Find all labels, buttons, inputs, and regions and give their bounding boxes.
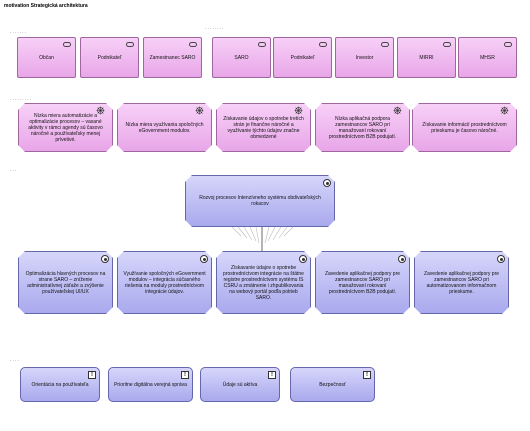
goal-label: Zavedenie aplikačnej podpory pre zamestn… <box>423 270 500 295</box>
diagram-title: motivation Strategická architektura <box>4 3 88 9</box>
principle-bezpecnost[interactable]: ! Bezpečnosť <box>290 367 375 402</box>
stakeholder-podnikatel-2[interactable]: Podnikateľ <box>273 37 332 78</box>
stakeholder-zamestnanec-saro[interactable]: Zamestnanec SARO <box>143 37 202 78</box>
stakeholder-icon <box>381 42 389 47</box>
main-goal[interactable]: Rozvoj procesov Intenzívneho systému obd… <box>185 175 335 227</box>
driver-label: Nízka miera automatizácie a optimalizáci… <box>28 112 103 143</box>
stakeholder-icon <box>258 42 266 47</box>
section-label-drivers: · · · · · · · · · <box>10 97 31 102</box>
driver-label: Získavanie údajov o spotrebe tretích str… <box>223 115 304 140</box>
principle-udaje-su-aktiva[interactable]: ! Údaje sú aktíva <box>200 367 280 402</box>
stakeholder-investor[interactable]: Investor <box>335 37 394 78</box>
driver-b2b-podujatia[interactable]: Nízka aplikačná podpora zamestnancov SAR… <box>315 103 410 152</box>
stakeholder-icon <box>504 42 512 47</box>
goal-label: Získavanie údajov o spotrebe prostredníc… <box>223 264 304 301</box>
stakeholder-label: Podnikateľ <box>290 54 315 61</box>
stakeholder-saro[interactable]: SARO <box>212 37 271 78</box>
driver-automatizacia[interactable]: Nízka miera automatizácie a optimalizáci… <box>18 103 113 152</box>
driver-icon <box>500 106 509 115</box>
stakeholder-icon <box>189 42 197 47</box>
goal-egovernment-moduly[interactable]: Využívanie spoločných eGovernment modulo… <box>117 251 212 314</box>
main-goal-label: Rozvoj procesov Intenzívneho systému obd… <box>199 195 321 207</box>
driver-icon <box>294 106 303 115</box>
principle-icon: ! <box>363 371 371 379</box>
principle-icon: ! <box>88 371 96 379</box>
principle-icon: ! <box>268 371 276 379</box>
driver-icon <box>393 106 402 115</box>
goal-ziskavanie-udajov[interactable]: Získavanie údajov o spotrebe prostredníc… <box>216 251 311 314</box>
goal-icon <box>497 255 505 263</box>
driver-icon <box>96 106 105 115</box>
driver-icon <box>195 106 204 115</box>
driver-label: Získavanie informácií prostredníctvom pr… <box>422 121 507 134</box>
goal-label: Zavedenie aplikačnej podpory pre zamestn… <box>324 270 401 295</box>
driver-egovernment-moduly[interactable]: Nízka miera využívania spoločných eGover… <box>117 103 212 152</box>
stakeholder-label: Podnikateľ <box>97 54 122 61</box>
driver-prieskum[interactable]: Získavanie informácií prostredníctvom pr… <box>412 103 517 152</box>
stakeholder-icon <box>443 42 451 47</box>
driver-label: Nízka miera využívania spoločných eGover… <box>125 121 204 134</box>
goal-icon <box>299 255 307 263</box>
goal-optimalizacia[interactable]: Optimalizácia hlavných procesov na stran… <box>18 251 113 314</box>
section-label-goals: · · · <box>10 168 17 173</box>
principle-label: Bezpečnosť <box>319 381 346 388</box>
stakeholder-label: Občan <box>39 54 54 61</box>
stakeholder-mirri[interactable]: MIRRI <box>397 37 456 78</box>
goal-label: Využívanie spoločných eGovernment modulo… <box>123 270 206 295</box>
principle-digitalna-verejna-sprava[interactable]: ! Prioritne digitálna verejná správa <box>108 367 193 402</box>
stakeholder-icon <box>126 42 134 47</box>
section-label-principles: · · · · <box>10 358 19 363</box>
stakeholder-podnikatel[interactable]: Podnikateľ <box>80 37 139 78</box>
goal-prieskum-podpora[interactable]: Zavedenie aplikačnej podpory pre zamestn… <box>414 251 509 314</box>
stakeholder-label: MHSR <box>480 54 495 61</box>
driver-udaje-spotreba[interactable]: Získavanie údajov o spotrebe tretích str… <box>216 103 311 152</box>
goal-icon <box>200 255 208 263</box>
stakeholder-icon <box>63 42 71 47</box>
goal-icon <box>323 179 331 187</box>
principle-label: Prioritne digitálna verejná správa <box>114 381 187 388</box>
stakeholder-label: MIRRI <box>419 54 434 61</box>
goal-b2b-podpora[interactable]: Zavedenie aplikačnej podpory pre zamestn… <box>315 251 410 314</box>
principle-orientacia-na-pouzivatela[interactable]: ! Orientácia na používateľa <box>20 367 100 402</box>
goal-icon <box>101 255 109 263</box>
stakeholder-icon <box>319 42 327 47</box>
stakeholder-label: SARO <box>234 54 249 61</box>
section-label-stakeholders: · · · · · · · <box>10 30 26 35</box>
stakeholder-obcan[interactable]: Občan <box>17 37 76 78</box>
goal-icon <box>398 255 406 263</box>
stakeholder-label: Zamestnanec SARO <box>149 54 196 61</box>
driver-label: Nízka aplikačná podpora zamestnancov SAR… <box>328 115 397 140</box>
stakeholder-mhsr[interactable]: MHSR <box>458 37 517 78</box>
stakeholder-label: Investor <box>355 54 374 61</box>
goal-label: Optimalizácia hlavných procesov na stran… <box>25 270 106 295</box>
principle-icon: ! <box>181 371 189 379</box>
section-label-stakeholders-2: · · · · · · · · <box>205 26 224 31</box>
principle-label: Údaje sú aktíva <box>222 381 258 388</box>
principle-label: Orientácia na používateľa <box>31 381 89 388</box>
